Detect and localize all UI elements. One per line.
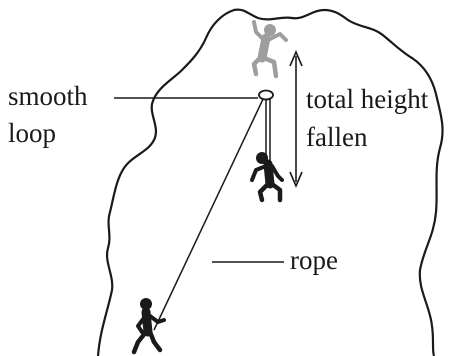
height-arrow-bottom-head — [289, 171, 303, 189]
rope-to-belayer — [153, 96, 265, 331]
rope-label: rope — [290, 245, 338, 275]
smooth-loop-ring — [258, 89, 274, 101]
smooth-loop-label-line1: smooth — [8, 81, 88, 111]
smooth-loop-label-line2: loop — [8, 118, 57, 148]
belayer-figure — [131, 298, 166, 355]
cliff-outline — [96, 8, 444, 356]
climber-after-fall — [250, 152, 284, 203]
height-arrow-top-head — [289, 49, 303, 67]
total-height-label-line1: total height — [306, 84, 429, 114]
climber-before-fall — [251, 20, 288, 79]
total-height-label-line2: fallen — [306, 122, 368, 152]
